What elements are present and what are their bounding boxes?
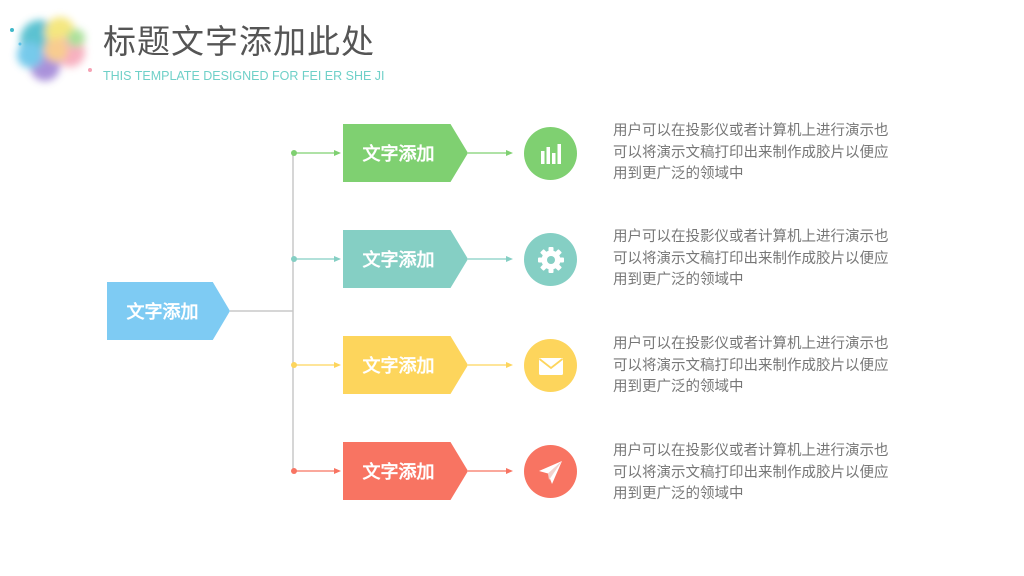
watercolor-splash-logo [10, 17, 92, 81]
page-title: 标题文字添加此处 [103, 22, 375, 61]
envelope-icon [524, 339, 577, 392]
description-line: 用到更广泛的领域中 [613, 166, 744, 182]
description-line: 用户可以在投影仪或者计算机上进行演示也 [613, 123, 889, 139]
branch-connector-2 [291, 256, 513, 262]
description-line: 用户可以在投影仪或者计算机上进行演示也 [613, 336, 889, 352]
branch-tag-3: 文字添加 [343, 336, 468, 394]
description-2: 用户可以在投影仪或者计算机上进行演示也 可以将演示文稿打印出来制作成胶片以便应 … [613, 227, 913, 292]
description-line: 用到更广泛的领域中 [613, 486, 744, 502]
description-line: 用到更广泛的领域中 [613, 379, 744, 395]
page-subtitle: THIS TEMPLATE DESIGNED FOR FEI ER SHE JI [103, 69, 385, 83]
description-line: 用到更广泛的领域中 [613, 272, 744, 288]
description-line: 可以将演示文稿打印出来制作成胶片以便应 [613, 250, 889, 267]
description-line: 用户可以在投影仪或者计算机上进行演示也 [613, 229, 889, 245]
bar-chart-icon [524, 127, 577, 180]
description-4: 用户可以在投影仪或者计算机上进行演示也 可以将演示文稿打印出来制作成胶片以便应 … [613, 441, 913, 506]
description-line: 可以将演示文稿打印出来制作成胶片以便应 [613, 357, 889, 374]
description-line: 可以将演示文稿打印出来制作成胶片以便应 [613, 464, 889, 481]
description-3: 用户可以在投影仪或者计算机上进行演示也 可以将演示文稿打印出来制作成胶片以便应 … [613, 334, 913, 399]
branch-tag-4: 文字添加 [343, 442, 468, 500]
gear-icon [524, 233, 577, 286]
paper-plane-icon [524, 445, 577, 498]
root-tag: 文字添加 [107, 282, 230, 340]
branch-connector-4 [291, 468, 513, 474]
branch-connector-3 [291, 362, 513, 368]
description-line: 可以将演示文稿打印出来制作成胶片以便应 [613, 144, 889, 161]
branch-tag-2: 文字添加 [343, 230, 468, 288]
branch-connector-1 [291, 150, 513, 156]
branch-tag-1: 文字添加 [343, 124, 468, 182]
description-1: 用户可以在投影仪或者计算机上进行演示也 可以将演示文稿打印出来制作成胶片以便应 … [613, 121, 913, 186]
description-line: 用户可以在投影仪或者计算机上进行演示也 [613, 443, 889, 459]
